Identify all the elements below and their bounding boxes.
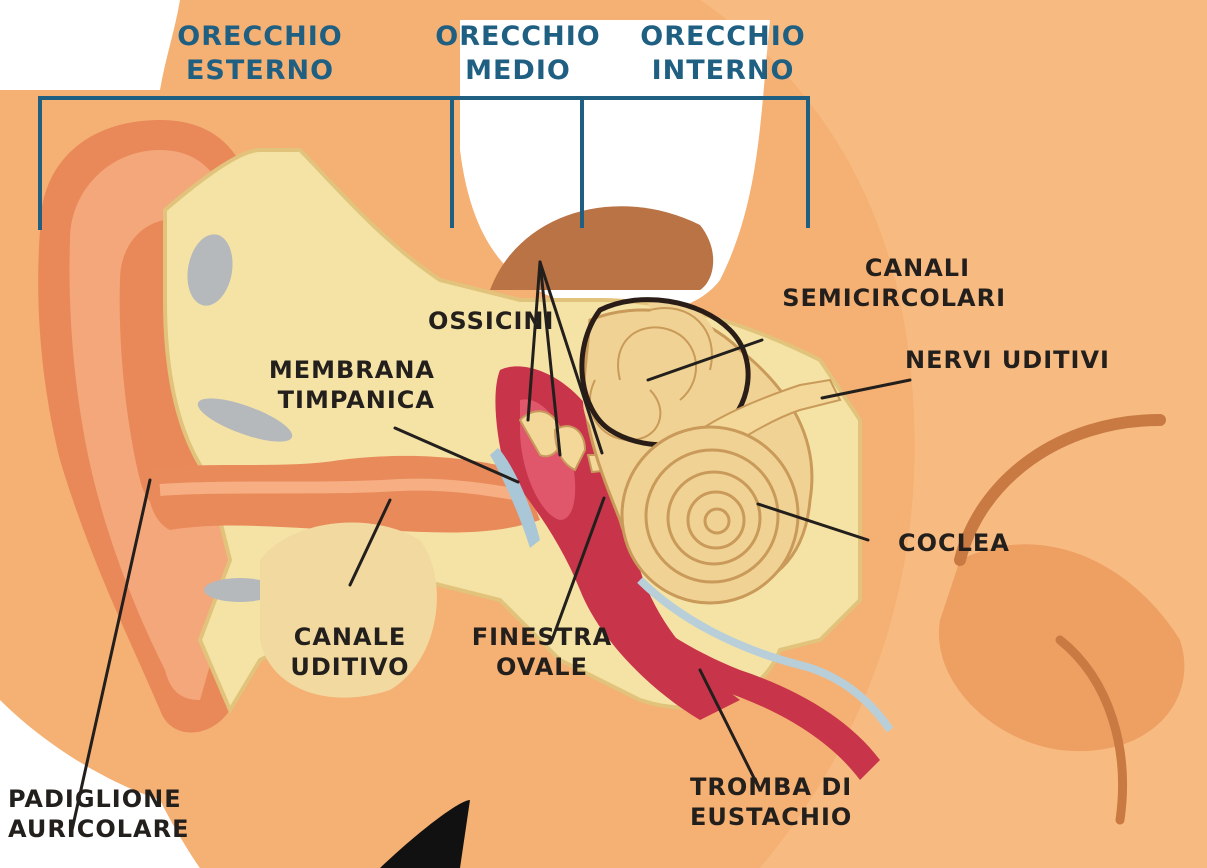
label-auditory-nerves: Nervi uditivi (905, 345, 1110, 375)
label-oval-window: Finestra ovale (462, 622, 622, 682)
section-middle-line-2: medio (418, 54, 618, 88)
label-ear-canal: Canale uditivo (285, 622, 415, 682)
section-outer-line-1: Orecchio (160, 20, 360, 54)
label-tympanic-membrane: Membrana timpanica (255, 355, 435, 415)
label-cochlea: Coclea (898, 528, 1010, 558)
section-label-inner-ear: Orecchio interno (623, 20, 823, 88)
label-pinna: Padiglione auricolare (8, 784, 190, 844)
section-label-middle-ear: Orecchio medio (418, 20, 618, 88)
section-outer-line-2: esterno (160, 54, 360, 88)
cochlea-shape (622, 427, 798, 603)
section-label-outer-ear: Orecchio esterno (160, 20, 360, 88)
section-inner-line-2: interno (623, 54, 823, 88)
label-semicircular-canals: Canali semicircolari (776, 253, 1006, 313)
section-inner-line-1: Orecchio (623, 20, 823, 54)
section-middle-line-1: Orecchio (418, 20, 618, 54)
label-ossicles: Ossicini (428, 306, 554, 336)
label-eustachian-tube: Tromba di Eustachio (690, 772, 852, 832)
